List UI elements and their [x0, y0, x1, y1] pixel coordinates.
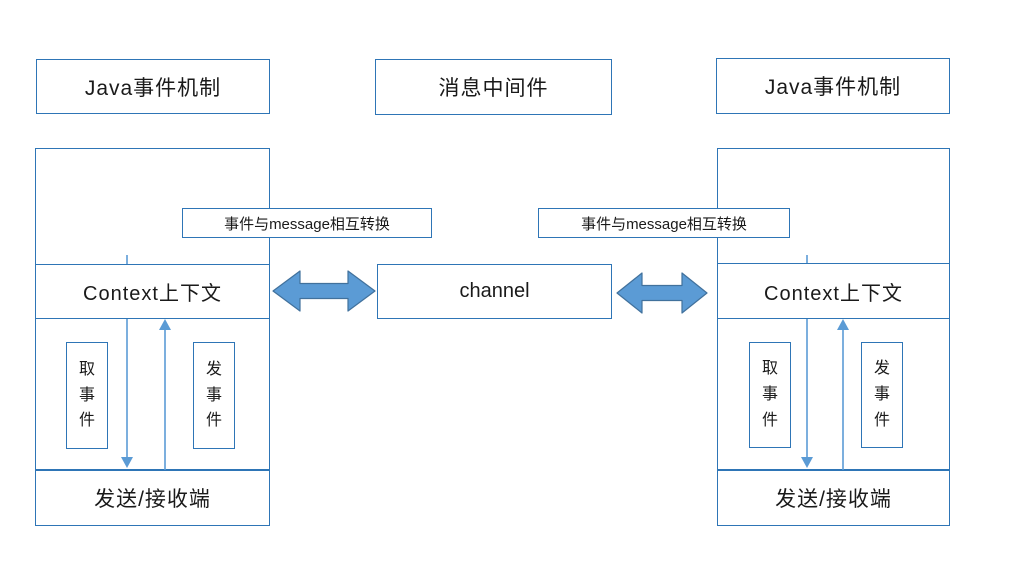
fetch-event-box-left: 取事件 [66, 342, 108, 449]
bidirectional-arrow-icon-right [616, 272, 708, 314]
context-box-left: Context上下文 [35, 264, 270, 319]
endpoint-box-right: 发送/接收端 [717, 470, 950, 526]
fetch-event-label-left: 取事件 [78, 360, 95, 430]
converter-label-box-left: 事件与message相互转换 [182, 208, 432, 238]
endpoint-label-left: 发送/接收端 [94, 488, 211, 511]
converter-label-right: 事件与message相互转换 [581, 215, 747, 233]
java-event-title-left: Java事件机制 [84, 76, 222, 100]
fetch-event-box-right: 取事件 [749, 342, 791, 448]
channel-box: channel [377, 264, 612, 319]
endpoint-label-right: 发送/接收端 [775, 488, 892, 511]
left-system-upper-box [35, 148, 270, 265]
right-system-upper-box [717, 148, 950, 264]
up-arrow-icon-left [159, 319, 171, 470]
endpoint-box-left: 发送/接收端 [35, 470, 270, 526]
send-event-box-right: 发事件 [861, 342, 903, 448]
fetch-event-label-right: 取事件 [761, 360, 778, 429]
channel-label: channel [459, 280, 530, 302]
up-arrow-icon-right [837, 319, 849, 470]
context-label-right: Context上下文 [764, 282, 903, 305]
converter-label-box-right: 事件与message相互转换 [538, 208, 790, 238]
send-event-label-right: 发事件 [873, 360, 890, 429]
context-box-right: Context上下文 [717, 263, 950, 319]
java-event-title-box-right: Java事件机制 [716, 58, 950, 114]
send-event-box-left: 发事件 [193, 342, 235, 449]
bidirectional-arrow-icon-left [272, 270, 376, 312]
converter-label-left: 事件与message相互转换 [224, 215, 390, 233]
middleware-title-box: 消息中间件 [375, 59, 612, 115]
java-event-title-right: Java事件机制 [764, 76, 902, 99]
context-label-left: Context上下文 [83, 283, 222, 305]
middleware-title: 消息中间件 [438, 77, 549, 100]
java-event-title-box-left: Java事件机制 [36, 59, 270, 114]
send-event-label-left: 发事件 [205, 360, 222, 430]
